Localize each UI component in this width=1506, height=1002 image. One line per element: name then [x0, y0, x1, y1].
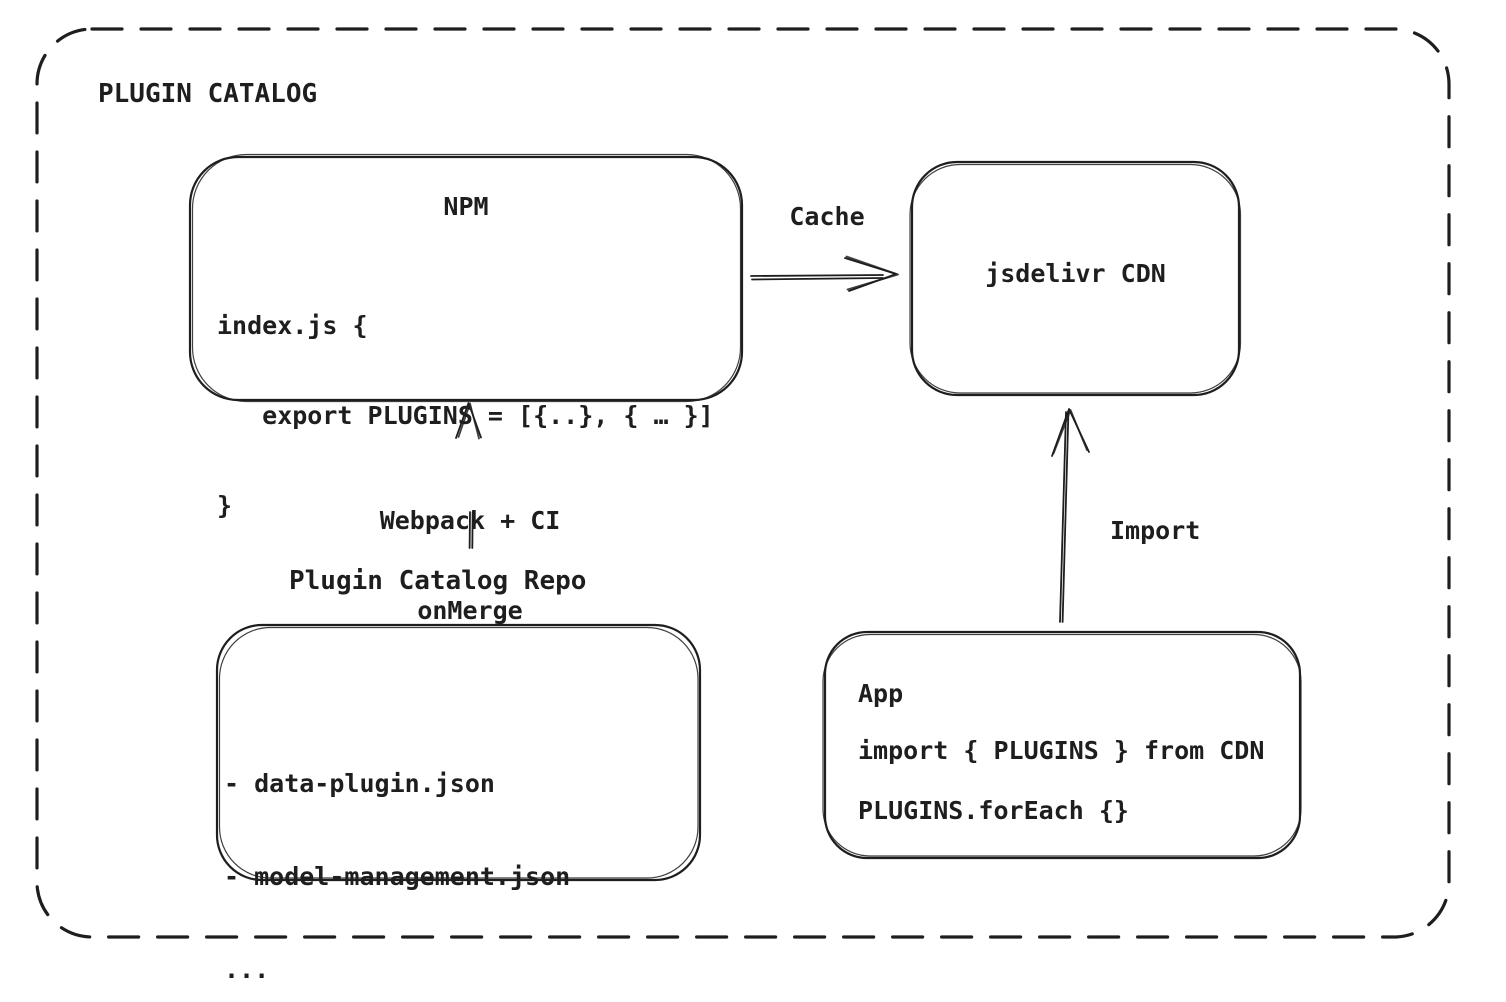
build-edge-label-line: Webpack + CI — [379, 506, 561, 535]
npm-node-title: NPM — [443, 192, 489, 221]
npm-code-line: index.js { — [217, 311, 368, 340]
build-edge-label-line: onMerge — [417, 596, 523, 625]
repo-node-title: Plugin Catalog Repo — [289, 566, 587, 596]
app-node-title: App — [858, 679, 904, 708]
plugin-catalog-frame — [35, 27, 1451, 939]
import-arrow — [1051, 408, 1090, 623]
app-code-line: import { PLUGINS } from CDN — [858, 736, 1265, 765]
import-edge-label: Import — [1110, 516, 1201, 545]
npm-code-line: } — [217, 491, 233, 520]
cache-arrow — [750, 255, 899, 292]
app-box — [822, 630, 1302, 860]
npm-code-line: export PLUGINS = [{..}, { … }] — [217, 401, 714, 430]
cache-edge-label: Cache — [789, 202, 865, 231]
repo-file-list: - data-plugin.json - model-management.js… — [224, 706, 570, 1002]
npm-code-block: index.js { export PLUGINS = [{..}, { … }… — [217, 251, 714, 581]
repo-box — [215, 623, 702, 882]
diagram-title: PLUGIN CATALOG — [98, 79, 318, 109]
build-arrow — [455, 402, 482, 549]
npm-box — [188, 153, 744, 403]
repo-file-item: - model-management.json — [224, 862, 571, 891]
repo-file-item: ... — [224, 955, 270, 984]
cdn-node-title: jsdelivr CDN — [985, 259, 1166, 288]
build-edge-label: Webpack + CI onMerge — [329, 446, 611, 686]
cdn-box — [909, 160, 1242, 397]
repo-file-item: - data-plugin.json — [224, 769, 495, 798]
app-code-line: PLUGINS.forEach {} — [858, 796, 1129, 825]
